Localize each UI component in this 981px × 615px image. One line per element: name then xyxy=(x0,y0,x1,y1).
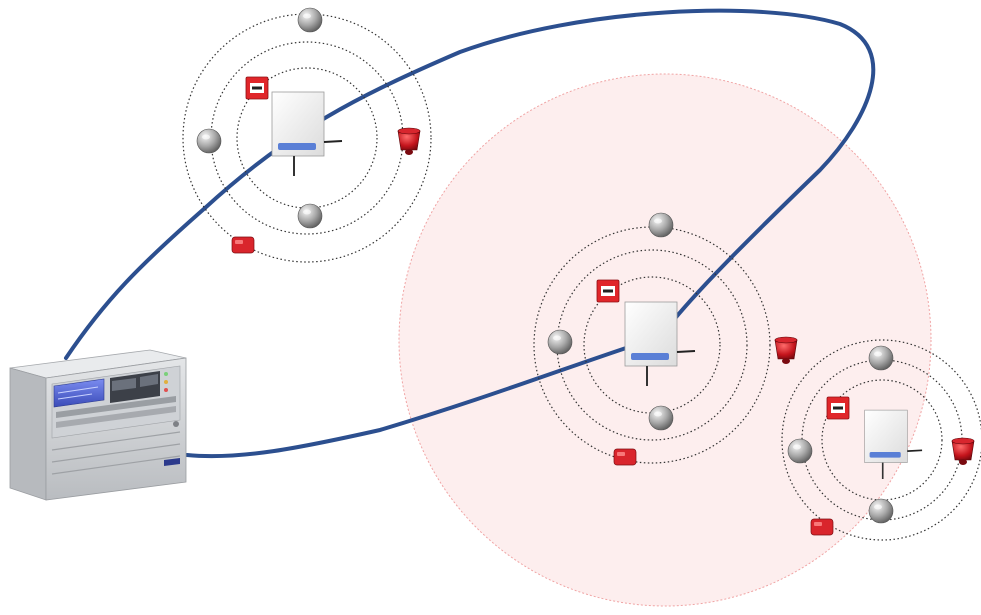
smoke-detector-icon[interactable] xyxy=(297,203,323,229)
radio-hub-icon[interactable] xyxy=(271,91,343,177)
beacon-icon[interactable] xyxy=(231,236,255,254)
smoke-detector-icon[interactable] xyxy=(868,498,894,524)
loop-cable-lower xyxy=(185,344,634,459)
smoke-detector-icon[interactable] xyxy=(547,329,573,355)
manual-call-point-icon[interactable] xyxy=(826,396,850,420)
beacon-icon[interactable] xyxy=(613,448,637,466)
alarm-sounder-icon[interactable] xyxy=(951,437,975,466)
smoke-detector-icon[interactable] xyxy=(868,345,894,371)
smoke-detector-icon[interactable] xyxy=(648,405,674,431)
alarm-sounder-icon[interactable] xyxy=(397,127,421,156)
smoke-detector-icon[interactable] xyxy=(196,128,222,154)
radio-hub-cluster-3 xyxy=(781,339,981,541)
loop-cable-upper xyxy=(64,8,876,360)
beacon-icon[interactable] xyxy=(810,518,834,536)
smoke-detector-icon[interactable] xyxy=(648,212,674,238)
radio-hub-cluster-2 xyxy=(533,212,798,466)
manual-call-point-icon[interactable] xyxy=(596,279,620,303)
smoke-detector-icon[interactable] xyxy=(297,7,323,33)
manual-call-point-icon[interactable] xyxy=(245,76,269,100)
smoke-detector-icon[interactable] xyxy=(787,438,813,464)
control-panel-icon[interactable] xyxy=(9,349,187,501)
radio-hub-cluster-1 xyxy=(182,7,432,263)
